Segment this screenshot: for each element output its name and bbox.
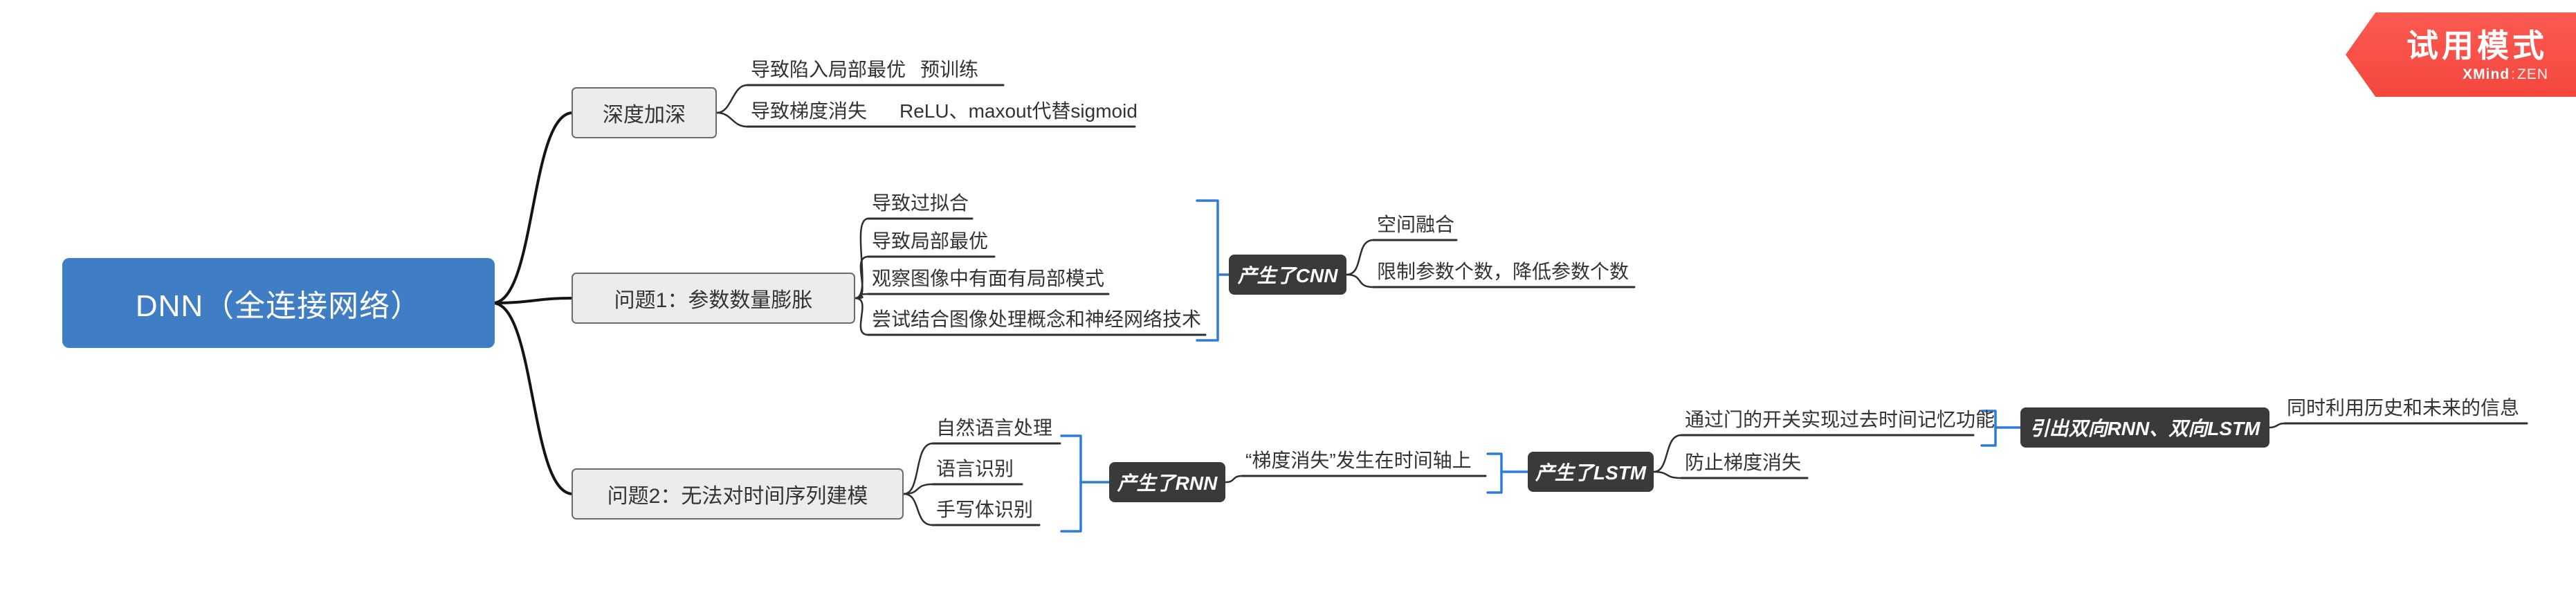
badge-cnn[interactable]: 产生了CNN xyxy=(1229,255,1346,295)
topic-local-patterns[interactable]: 观察图像中有面有局部模式 xyxy=(872,268,1105,289)
brand-text: XMind:ZEN xyxy=(2463,66,2548,83)
badge-lstm[interactable]: 产生了LSTM xyxy=(1528,452,1654,492)
badge-rnn[interactable]: 产生了RNN xyxy=(1109,462,1225,502)
topic-limit-params[interactable]: 限制参数个数，降低参数个数 xyxy=(1377,261,1629,282)
badge-bidirectional[interactable]: 引出双向RNN、双向LSTM xyxy=(2020,407,2269,448)
topic-problem1-params[interactable]: 问题1：参数数量膨胀 xyxy=(572,273,855,324)
root-topic-dnn[interactable]: DNN（全连接网络） xyxy=(62,258,495,348)
topic-relu-maxout[interactable]: ReLU、maxout代替sigmoid xyxy=(899,100,1138,122)
topic-spatial-fusion[interactable]: 空间融合 xyxy=(1377,214,1455,235)
topic-overfitting[interactable]: 导致过拟合 xyxy=(872,192,969,214)
topic-handwriting-recognition[interactable]: 手写体识别 xyxy=(936,499,1034,520)
cnn-group-bracket xyxy=(1196,199,1219,342)
trial-ribbon[interactable]: 试用模式 XMind:ZEN xyxy=(2346,12,2576,97)
topic-gradient-vanishing[interactable]: 导致梯度消失 xyxy=(751,100,868,122)
branch1-wires xyxy=(715,84,1136,128)
topic-prevent-gradient-vanishing[interactable]: 防止梯度消失 xyxy=(1685,452,1802,473)
branch2-wires xyxy=(854,199,1636,342)
topic-depth-increase[interactable]: 深度加深 xyxy=(572,87,717,138)
topic-local-optimum-cause[interactable]: 导致陷入局部最优 xyxy=(751,59,906,80)
root-branch-wires xyxy=(491,111,574,495)
lstm-group-bracket xyxy=(1486,452,1503,494)
topic-pretraining[interactable]: 预训练 xyxy=(920,59,979,80)
topic-local-optimum[interactable]: 导致局部最优 xyxy=(872,230,989,252)
topic-gate-memory[interactable]: 通过门的开关实现过去时间记忆功能 xyxy=(1685,409,1995,430)
topic-speech-recognition[interactable]: 语言识别 xyxy=(936,458,1014,479)
branch3-wires xyxy=(902,410,2528,533)
brand-separator: : xyxy=(2511,66,2516,82)
topic-image-processing-combo[interactable]: 尝试结合图像处理概念和神经网络技术 xyxy=(872,309,1202,330)
brand-xmind: XMind xyxy=(2463,66,2510,82)
trial-ribbon-title: 试用模式 xyxy=(2406,28,2548,64)
topic-problem2-time-series[interactable]: 问题2：无法对时间序列建模 xyxy=(572,468,904,520)
topic-history-future-info[interactable]: 同时利用历史和未来的信息 xyxy=(2287,397,2520,419)
rnn-group-bracket xyxy=(1060,434,1082,533)
topic-gradient-vanishing-time-axis[interactable]: “梯度消失”发生在时间轴上 xyxy=(1245,450,1472,471)
brand-zen: ZEN xyxy=(2517,66,2548,82)
topic-nlp[interactable]: 自然语言处理 xyxy=(936,417,1053,439)
